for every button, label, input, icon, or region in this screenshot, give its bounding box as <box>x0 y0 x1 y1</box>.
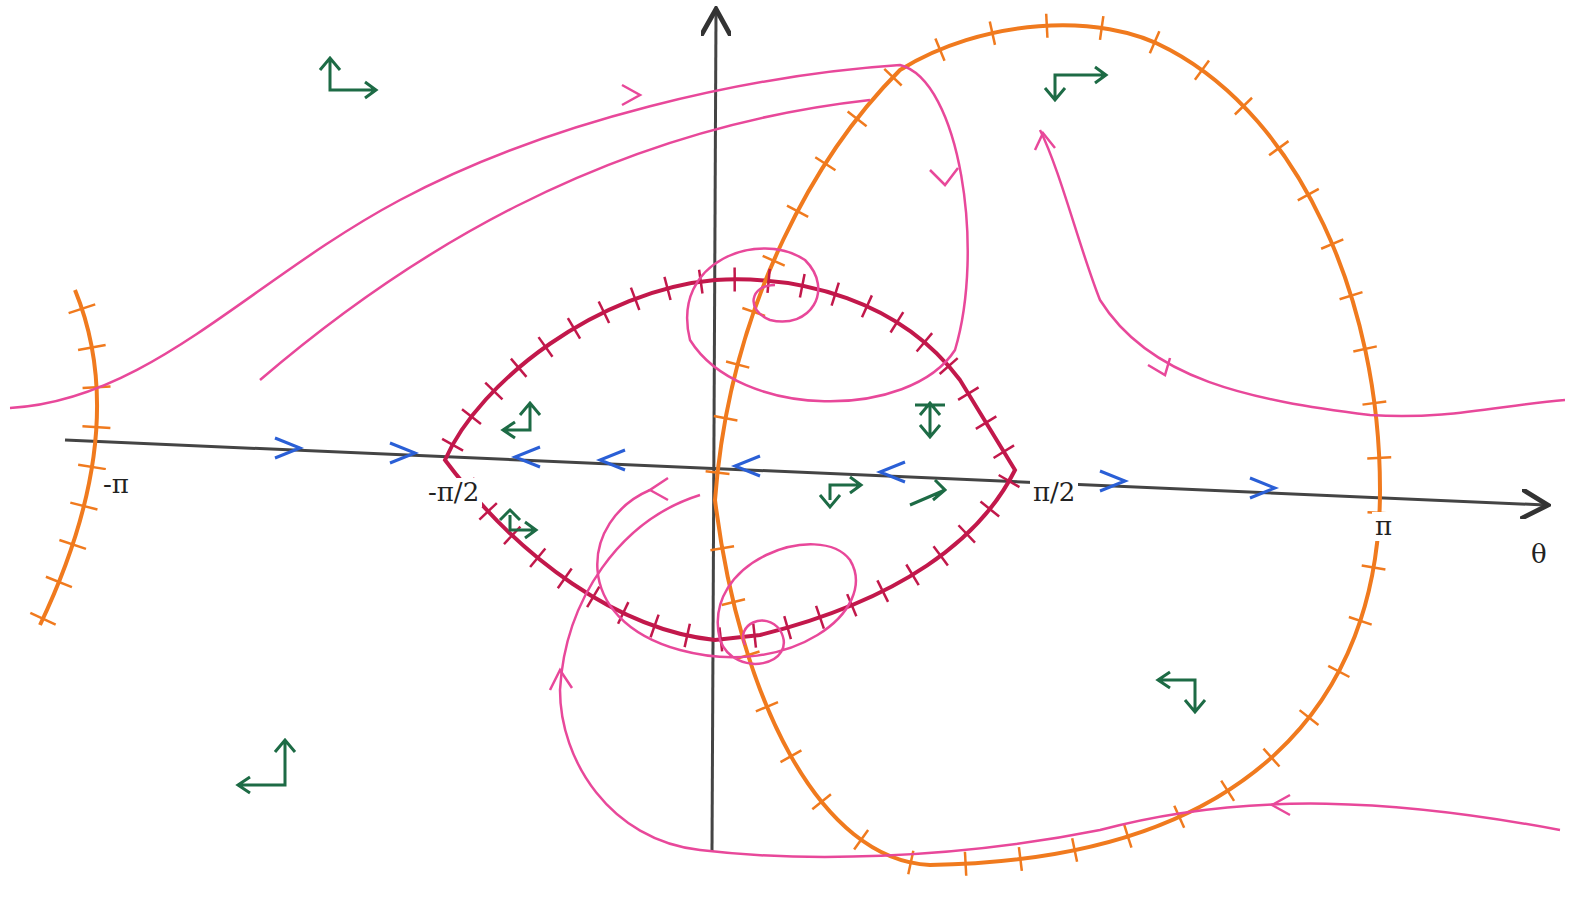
hatch-tick <box>710 546 734 550</box>
hatch-tick <box>30 613 55 625</box>
hatch-tick <box>664 277 670 300</box>
hatch-tick <box>1298 189 1319 201</box>
hatch-tick <box>70 503 97 510</box>
hatch-tick <box>733 267 736 291</box>
trajectories <box>10 65 1565 857</box>
trajectory-arrows <box>550 85 1290 815</box>
hatch-tick <box>599 301 609 323</box>
hatch-tick <box>812 794 831 809</box>
hatch-tick <box>685 624 690 647</box>
hatch-tick <box>1100 16 1103 40</box>
hatch-tick <box>1150 31 1160 53</box>
hatch-tick <box>1046 14 1047 38</box>
nullcline-curve <box>715 25 1380 865</box>
hatch-tick <box>1321 239 1343 248</box>
axis-label: θ <box>1528 540 1550 569</box>
hatch-tick <box>1263 749 1279 767</box>
hatch-tick <box>815 157 835 170</box>
hatch-tick <box>862 295 872 317</box>
hatch-tick <box>884 69 901 86</box>
hatch-tick <box>958 387 978 400</box>
hatch-tick <box>1124 825 1131 848</box>
hatch-tick <box>832 283 839 306</box>
hatch-tick <box>442 439 463 451</box>
hatch-tick <box>800 274 805 298</box>
tick-label: -π/2 <box>425 478 482 507</box>
hatch-tick <box>891 312 904 332</box>
hatch-tick <box>1328 666 1349 677</box>
hatch-tick <box>485 383 502 400</box>
hatch-tick <box>768 269 770 293</box>
tick-label: -π <box>100 470 132 499</box>
hatch-tick <box>714 416 738 420</box>
hatch-tick <box>934 546 948 565</box>
hatch-tick <box>1362 402 1386 405</box>
hatch-tick <box>1221 781 1234 801</box>
hatch-tick <box>917 333 932 351</box>
hatch-tick <box>1195 60 1209 79</box>
hatch-tick <box>976 416 996 429</box>
hatch-tick <box>706 471 730 474</box>
hatch-tick <box>784 616 791 639</box>
hatch-tick <box>78 465 106 469</box>
hatch-tick <box>780 750 801 762</box>
hatch-tick <box>726 362 749 368</box>
nullcline-curve <box>40 290 97 625</box>
hatch-tick <box>935 38 944 60</box>
hatch-tick <box>1349 617 1372 625</box>
hatch-tick <box>1367 457 1391 458</box>
tick-label: π/2 <box>1030 478 1078 507</box>
theta-axis <box>65 440 1545 505</box>
hatch-tick <box>854 830 868 849</box>
hatch-tick <box>462 409 481 424</box>
hatch-tick <box>816 606 824 629</box>
hatch-tick <box>539 337 553 357</box>
hatch-tick <box>651 615 659 638</box>
hatch-tick <box>990 21 995 44</box>
v-axis <box>712 12 716 852</box>
tick-label: π <box>1372 512 1395 541</box>
hatch-tick <box>568 318 580 339</box>
hatch-tick <box>965 852 966 876</box>
hatch-tick <box>1340 292 1363 299</box>
hatch-tick <box>1353 346 1376 351</box>
hatch-tick <box>1235 98 1252 115</box>
hatch-tick <box>69 304 96 313</box>
hatch-tick <box>511 359 527 377</box>
hatch-tick <box>787 206 808 217</box>
hatch-tick <box>699 270 702 294</box>
hatch-tick <box>848 112 867 127</box>
hatch-tick <box>631 288 639 310</box>
hatch-tick <box>1072 838 1077 861</box>
hatch-tick <box>999 475 1020 487</box>
hatch-tick <box>1174 806 1184 828</box>
hatch-tick <box>1019 847 1022 871</box>
hatch-tick <box>1300 710 1319 725</box>
hatch-tick <box>1362 565 1386 569</box>
hatch-tick <box>980 502 999 517</box>
hatch-tick <box>756 702 778 711</box>
direction-marks <box>238 58 1205 793</box>
hatch-tick <box>530 548 545 567</box>
hatch-tick <box>906 565 918 586</box>
hatch-marks <box>30 14 1391 876</box>
hatch-tick <box>877 580 888 601</box>
hatch-tick <box>763 256 785 266</box>
hatch-tick <box>1269 141 1288 155</box>
hatch-tick <box>722 599 745 605</box>
hatch-tick <box>46 577 72 587</box>
hatch-tick <box>78 345 106 350</box>
hatch-tick <box>994 445 1014 458</box>
hatch-tick <box>958 525 974 542</box>
hatch-tick <box>82 426 110 428</box>
hatch-tick <box>753 624 756 648</box>
hatch-tick <box>59 540 86 549</box>
hatch-tick <box>558 569 572 589</box>
